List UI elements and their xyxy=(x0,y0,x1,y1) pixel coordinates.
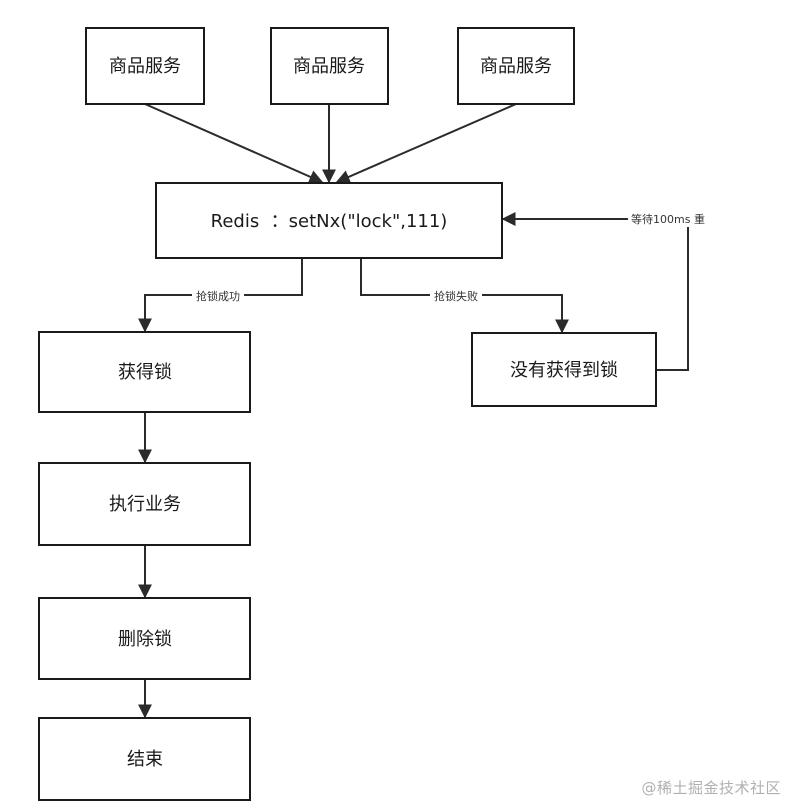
not-acquired-label: 没有获得到锁 xyxy=(510,360,618,381)
execute-label: 执行业务 xyxy=(109,494,181,515)
service-label-3: 商品服务 xyxy=(480,56,552,77)
execute-box xyxy=(38,462,251,546)
service-box-1 xyxy=(85,27,205,105)
retry-label-bg xyxy=(628,211,720,227)
service-label-1: 商品服务 xyxy=(109,56,181,77)
retry-label: 等待100ms 重 xyxy=(631,212,705,226)
success-label: 抢锁成功 xyxy=(196,289,240,303)
end-box xyxy=(38,717,251,801)
nodes: 商品服务 商品服务 商品服务 Redis ：setNx("lock",111) … xyxy=(38,27,657,801)
delete-lock-box xyxy=(38,597,251,680)
edge-service1-to-redis xyxy=(144,103,324,184)
service-box-2 xyxy=(270,27,389,105)
redis-label: Redis ：setNx("lock",111) xyxy=(211,211,448,232)
edge-service3-to-redis xyxy=(335,103,517,184)
edge-retry-to-redis xyxy=(501,212,689,371)
delete-lock-label: 删除锁 xyxy=(118,629,172,650)
not-acquired-box xyxy=(471,332,657,407)
service-label-2: 商品服务 xyxy=(293,56,365,77)
fail-label-bg xyxy=(430,288,482,303)
service-box-3 xyxy=(457,27,575,105)
acquired-label: 获得锁 xyxy=(118,362,172,383)
fail-label: 抢锁失败 xyxy=(434,289,478,303)
redis-box xyxy=(155,182,503,259)
edge-labels: 抢锁成功 抢锁失败 等待100ms 重 xyxy=(192,211,720,303)
end-label: 结束 xyxy=(127,749,163,770)
watermark: @稀土掘金技术社区 xyxy=(641,779,781,797)
success-label-bg xyxy=(192,288,244,303)
acquired-box xyxy=(38,331,251,413)
